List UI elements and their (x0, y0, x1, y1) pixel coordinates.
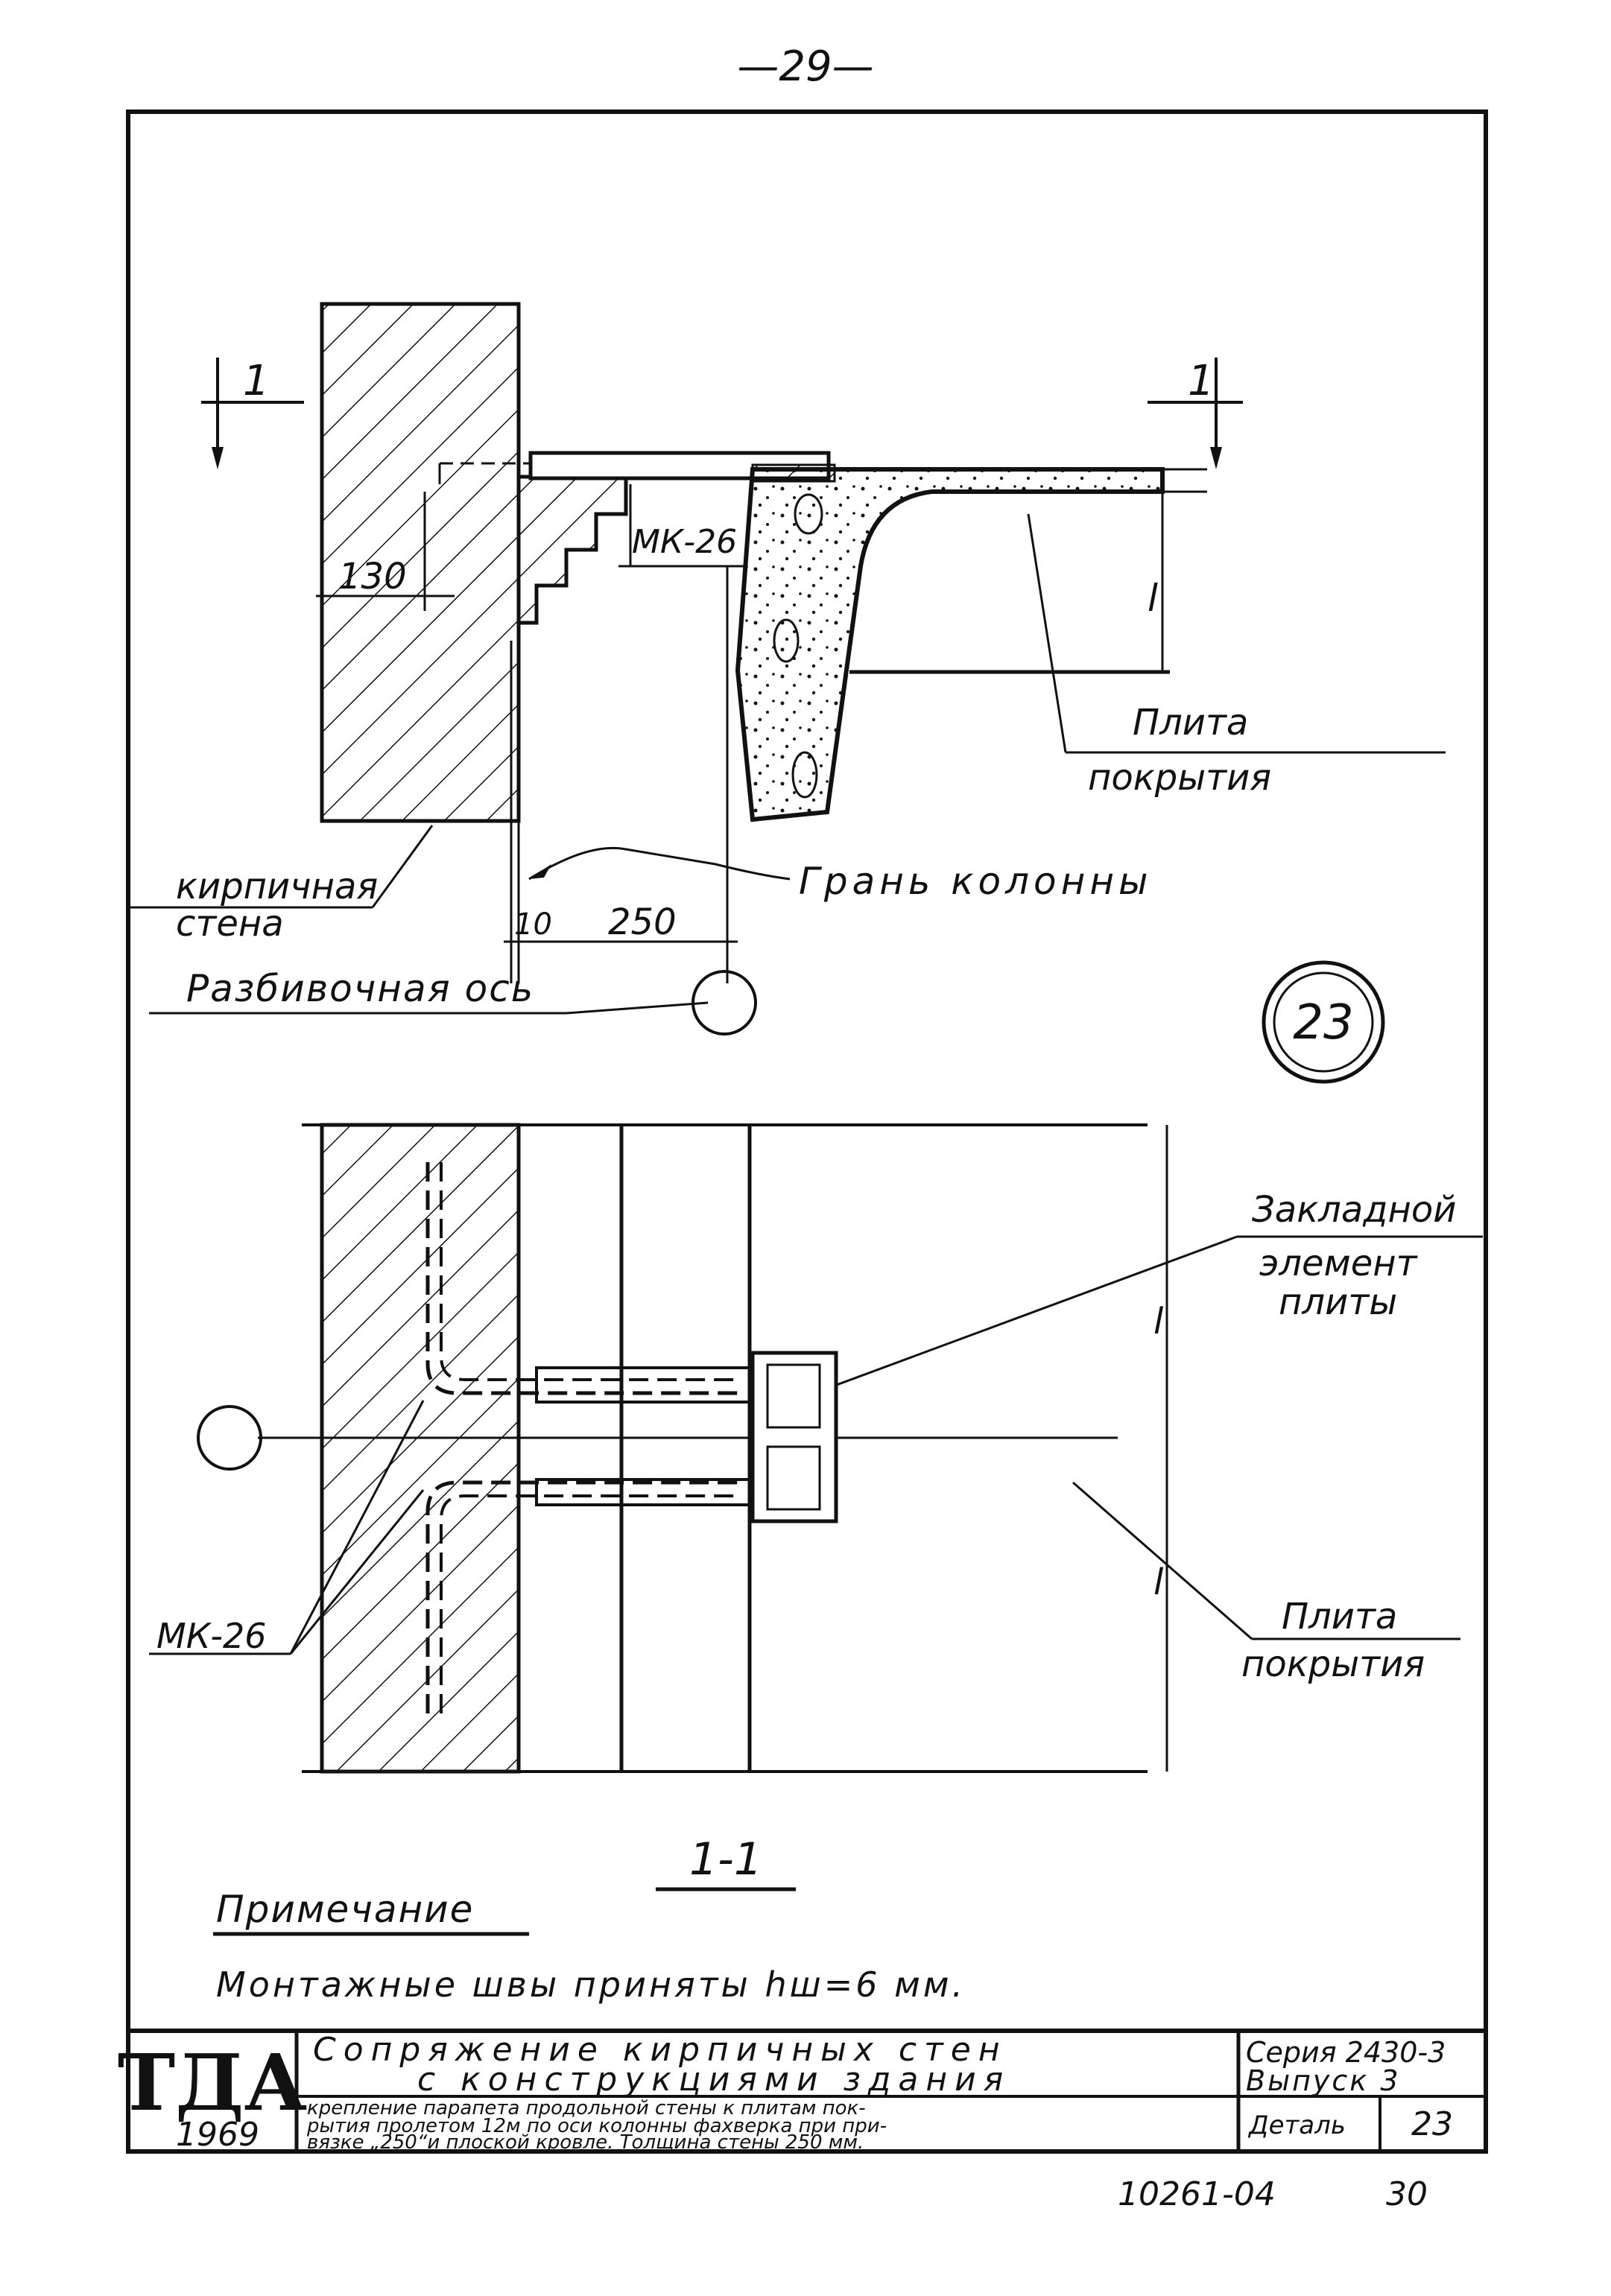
label-embedded-1: Закладной (1252, 1189, 1456, 1231)
note-text: Монтажные швы приняты hш=6 мм. (216, 1964, 966, 2005)
lower-plan-view: l l Закладной элемент плиты МК-26 Плита … (149, 1123, 1483, 1774)
section-mark-left: 1 (243, 357, 270, 405)
axis-bubble-upper (691, 970, 757, 1036)
upper-section-view: l 1 1 130 МК-26 Плита покрытия кирпичная… (128, 302, 1446, 1036)
dim-250: 250 (608, 901, 677, 943)
dim-l-lower-1: l (1153, 1301, 1164, 1342)
label-plita-upper: Плита (1133, 702, 1248, 743)
dim-130: 130 (338, 556, 407, 597)
label-column-face: Грань колонны (799, 860, 1152, 903)
label-axis: Разбивочная ось (186, 967, 534, 1010)
dim-l-upper: l (1148, 577, 1158, 620)
brick-wall-upper (320, 302, 521, 823)
brick-corbel (516, 475, 628, 625)
embedded-element-plan (750, 1351, 838, 1523)
label-plita-lower: Плита (1282, 1596, 1397, 1637)
label-brick-wall-2: стена (176, 903, 284, 945)
issue-label: Выпуск 3 (1246, 2064, 1401, 2097)
brick-wall-lower (320, 1123, 521, 1774)
section-label: 1-1 (689, 1833, 762, 1886)
sheet-number: 30 (1386, 2175, 1428, 2213)
label-brick-wall-1: кирпичная (176, 866, 378, 907)
dim-l-lower-2: l (1153, 1561, 1164, 1603)
series-label: Серия 2430-3 (1246, 2036, 1446, 2069)
title-line-1: Сопряжение кирпичных стен (313, 2031, 1007, 2069)
label-mk26-upper: МК-26 (632, 523, 737, 561)
year-stamp: 1969 (176, 2116, 259, 2154)
desc-line-1: крепление парапета продольной стены к пл… (307, 2097, 866, 2119)
doc-number: 10261-04 (1118, 2175, 1276, 2213)
label-pokrytiya-lower: покрытия (1241, 1643, 1425, 1685)
label-mk26-lower: МК-26 (156, 1616, 266, 1656)
roof-slab-section (735, 467, 1165, 822)
label-embedded-3: плиты (1279, 1281, 1397, 1323)
dim-10: 10 (514, 907, 552, 942)
desc-line-2: рытия пролетом 12м по оси колонны фахвер… (306, 2115, 887, 2137)
section-mark-right: 1 (1188, 357, 1215, 405)
org-stamp: ТДА (118, 2037, 308, 2128)
note-title: Примечание (216, 1888, 474, 1931)
desc-line-3: вязке „250“и плоской кровле. Толщина сте… (307, 2131, 864, 2154)
detail-value: 23 (1411, 2105, 1453, 2143)
label-pokrytiya-upper: покрытия (1088, 757, 1271, 799)
title-block: ТДА 1969 Сопряжение кирпичных стен с кон… (118, 2029, 1488, 2154)
axis-bubble-lower (197, 1405, 262, 1471)
detail-number: 23 (1293, 995, 1353, 1050)
title-line-2: с конструкциями здания (417, 2061, 1010, 2099)
page-number: —29— (737, 42, 873, 91)
detail-number-marker: 23 (1262, 960, 1385, 1084)
label-embedded-2: элемент (1259, 1243, 1419, 1284)
detail-label: Деталь (1247, 2111, 1346, 2140)
